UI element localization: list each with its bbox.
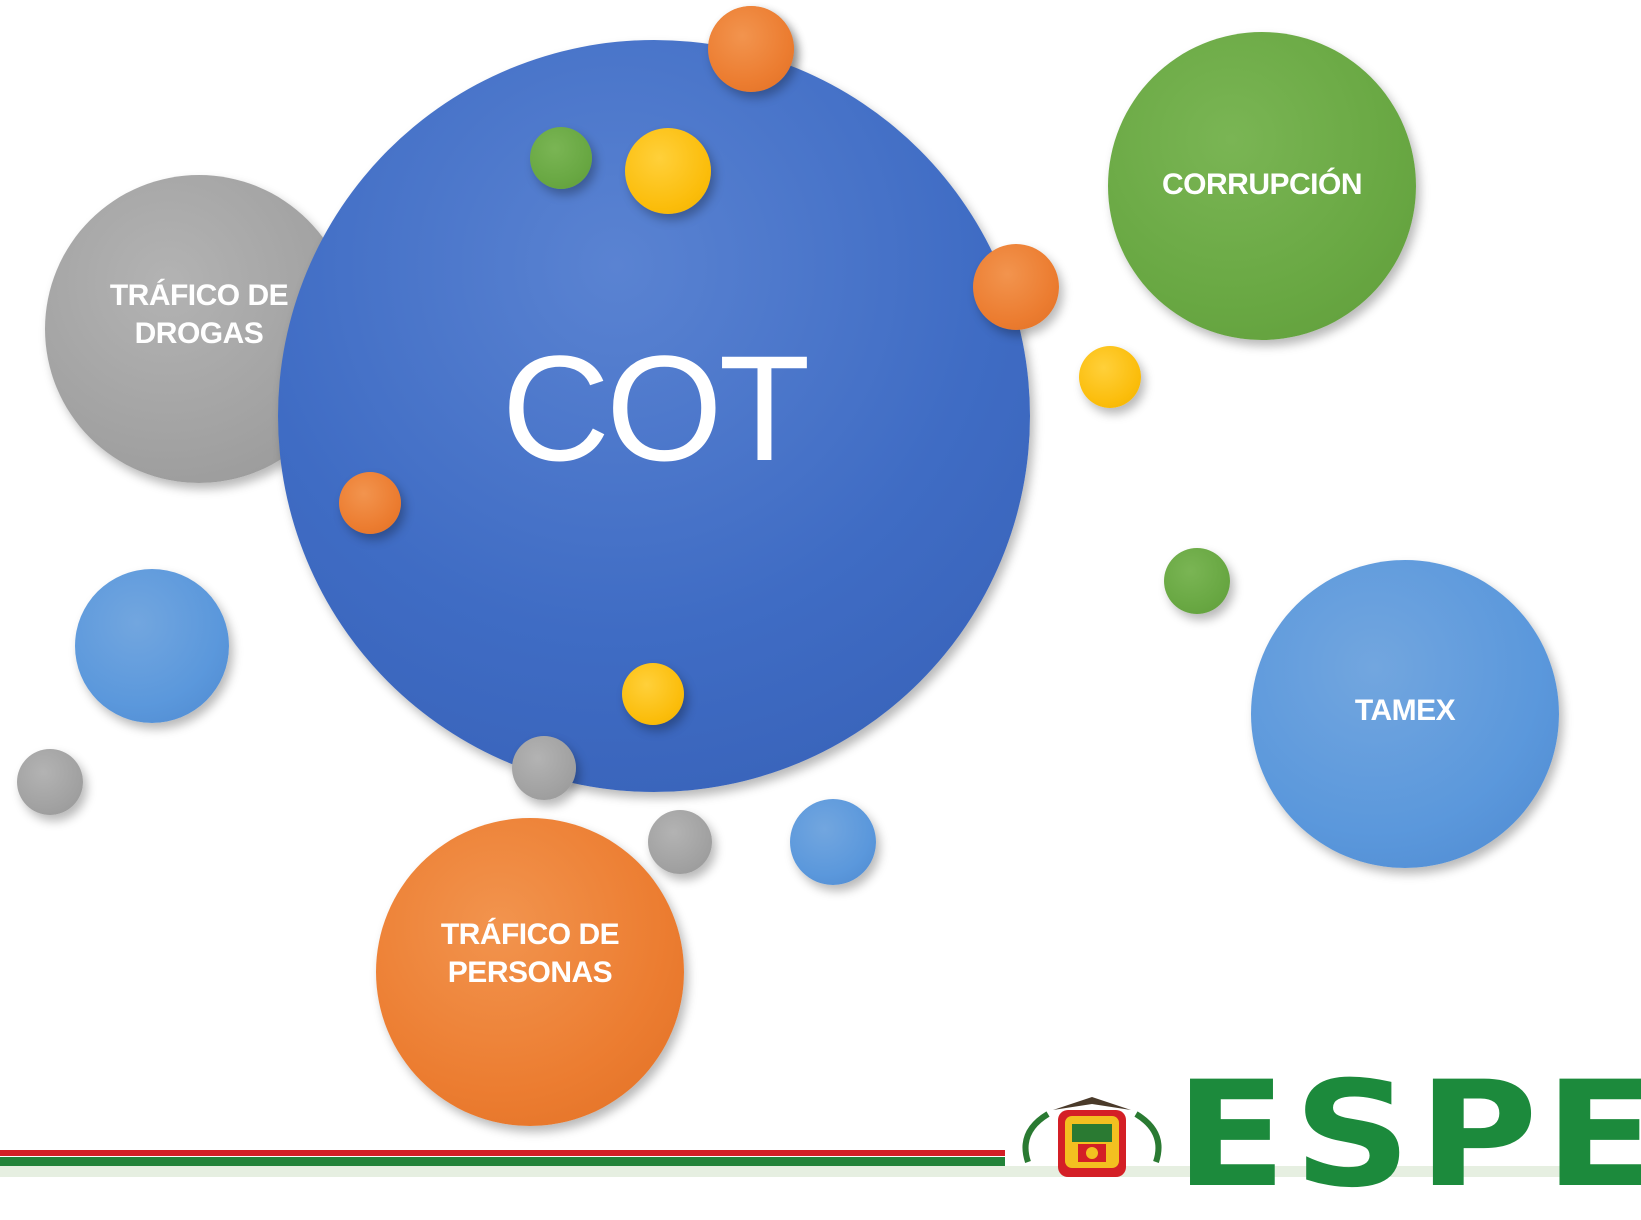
orange-dot (973, 244, 1059, 330)
cot-label: COT (501, 324, 811, 492)
gray-dot (648, 810, 712, 874)
green-dot (1164, 548, 1230, 614)
topic-tamex: TAMEX (1251, 560, 1559, 868)
footer-stripe-red (0, 1150, 1005, 1156)
topic-label-line: TAMEX (1354, 694, 1456, 727)
gray-dot (512, 736, 576, 800)
green-dot (530, 127, 592, 189)
topic-trafico-personas: TRÁFICO DE PERSONAS (376, 818, 684, 1126)
topic-label-line: TRÁFICO DE (440, 918, 620, 951)
topic-corrupcion: CORRUPCIÓN (1108, 32, 1416, 340)
orange-dot (708, 6, 794, 92)
footer-stripe-pale (0, 1166, 1641, 1177)
yellow-dot (1079, 346, 1141, 408)
light-blue-dot (790, 799, 876, 885)
light-blue-dot (75, 569, 229, 723)
gray-dot (17, 749, 83, 815)
topic-label-line: PERSONAS (447, 956, 613, 989)
espe-seal-icon (1022, 1097, 1162, 1177)
topic-label-line: CORRUPCIÓN (1161, 168, 1363, 201)
footer-stripe-green (0, 1157, 1005, 1166)
yellow-dot (625, 128, 711, 214)
espe-logo-text: ESPE (1175, 1050, 1641, 1220)
orange-dot (339, 472, 401, 534)
topic-label-line: DROGAS (134, 317, 264, 350)
yellow-dot (622, 663, 684, 725)
topic-label-line: TRÁFICO DE (109, 279, 289, 312)
